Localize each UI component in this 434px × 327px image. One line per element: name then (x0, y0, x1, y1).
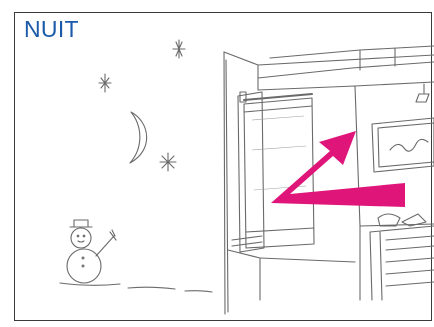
ceiling-lamp (415, 83, 430, 103)
wall-picture (371, 117, 434, 173)
star-icon (98, 73, 112, 93)
room-walls (223, 45, 434, 315)
window-with-roller-blind (237, 91, 315, 253)
star-icon (172, 39, 186, 59)
window-sill (231, 235, 263, 247)
star-icon (159, 152, 177, 172)
snowman-icon (59, 219, 213, 293)
panel-frame (14, 12, 432, 321)
panel-title: NUIT (24, 16, 79, 42)
airflow-arrow (271, 131, 405, 207)
crescent-moon-icon (129, 111, 148, 164)
desk (369, 213, 434, 301)
